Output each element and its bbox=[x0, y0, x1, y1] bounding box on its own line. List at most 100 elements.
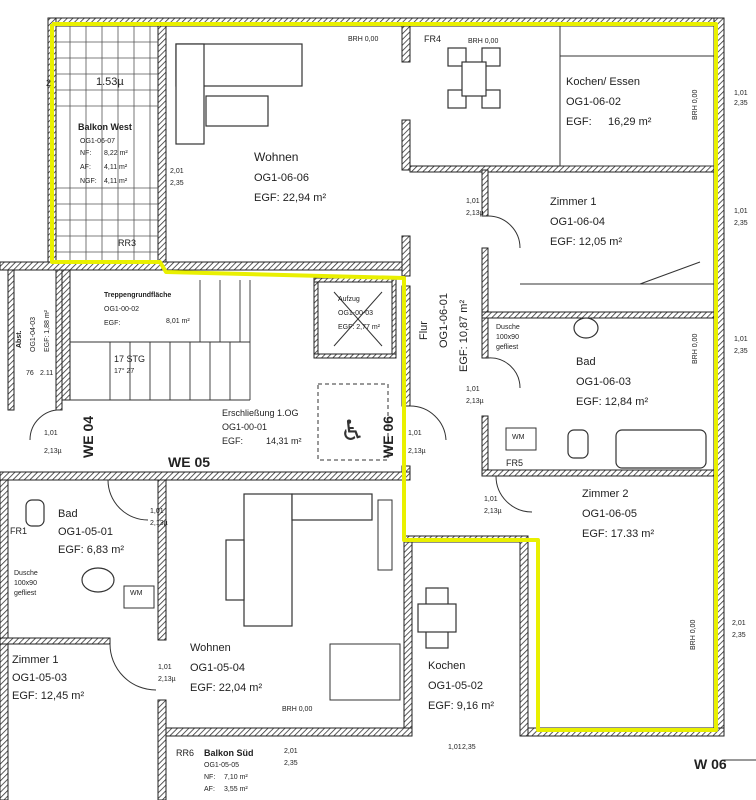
dusche-06-l1: Dusche bbox=[496, 324, 520, 331]
dim-213-bad05: 2,13µ bbox=[150, 520, 168, 527]
zimmer2-06-name: Zimmer 2 bbox=[582, 488, 629, 500]
balkon-west-nf-val: 8,22 m² bbox=[104, 150, 128, 157]
dusche-06-l3: gefliest bbox=[496, 344, 519, 351]
treppe-stg: 17 STG bbox=[114, 354, 146, 364]
wm-box-05 bbox=[123, 585, 155, 609]
wheelchair-icon: ♿ bbox=[340, 414, 365, 447]
dusche-05-l2: 100x90 bbox=[14, 580, 37, 587]
zimmer1-06-id: OG1-06-04 bbox=[550, 216, 606, 228]
dim-213-wohnen05: 2,13µ bbox=[158, 676, 176, 683]
dim-213-we04: 2,13µ bbox=[44, 448, 62, 455]
wohnen-05-id: OG1-05-04 bbox=[190, 662, 246, 674]
dusche-05-l1: Dusche bbox=[14, 570, 38, 577]
door-swings bbox=[29, 215, 533, 691]
erschliessung-egf-val: 14,31 m² bbox=[266, 436, 302, 446]
wohnen-05-egf: EGF: 22,04 m² bbox=[190, 682, 263, 694]
wm-06-label: WM bbox=[512, 434, 525, 441]
highlight-we06 bbox=[50, 22, 718, 732]
balkon-sued-nf: NF: bbox=[204, 774, 216, 781]
w06-label: W 06 bbox=[694, 756, 727, 772]
dim-101-wohnen05: 1,01 bbox=[158, 664, 172, 671]
dim-101-kochen05: 1,01 bbox=[448, 744, 462, 751]
dim-101-we04: 1,01 bbox=[44, 430, 58, 437]
dim-2: 2 bbox=[46, 78, 52, 88]
rr6-label: RR6 bbox=[176, 748, 195, 758]
dim-235-z2-r: 2,35 bbox=[732, 632, 746, 639]
balkon-west-grid bbox=[56, 26, 158, 262]
flur-egf: EGF: 10,87 m² bbox=[458, 299, 470, 372]
dim-213-z1: 2,13µ bbox=[466, 210, 484, 217]
fr4-label: FR4 bbox=[424, 34, 442, 44]
dim-235-sued: 2,35 bbox=[284, 760, 298, 767]
fr1-label: FR1 bbox=[10, 526, 28, 536]
abst-id: OG1-04-03 bbox=[30, 316, 37, 352]
wohnen-06-egf: EGF: 22,94 m² bbox=[254, 192, 327, 204]
wm-box-06 bbox=[505, 427, 537, 451]
dim-213-bad: 2,13µ bbox=[466, 398, 484, 405]
bad-06-name: Bad bbox=[576, 356, 596, 368]
bad-06-egf: EGF: 12,84 m² bbox=[576, 396, 649, 408]
balkon-west-ngf: NGF: bbox=[80, 178, 97, 185]
kochen-essen-egf: EGF: bbox=[566, 116, 592, 128]
treppe-egf: EGF: bbox=[104, 320, 121, 327]
dim-101-z1: 1,01 bbox=[466, 198, 480, 205]
zimmer1-05-egf: EGF: 12,45 m² bbox=[12, 690, 85, 702]
kochen-essen-id: OG1-06-02 bbox=[566, 96, 622, 108]
kochen-05-name: Kochen bbox=[428, 660, 466, 672]
balkon-sued-id: OG1-05-05 bbox=[204, 762, 240, 769]
dim-153: 1.53µ bbox=[96, 76, 124, 88]
dim-201-sued: 2,01 bbox=[284, 748, 298, 755]
erschliessung-egf: EGF: bbox=[222, 436, 244, 446]
brh-zimmer2: BRH 0,00 bbox=[690, 619, 697, 650]
kochen-05-id: OG1-05-02 bbox=[428, 680, 484, 692]
zimmer1-05-name: Zimmer 1 bbox=[12, 654, 59, 666]
kochen-essen-name: Kochen/ Essen bbox=[566, 76, 640, 88]
bathtub bbox=[615, 429, 707, 469]
washbasin-05 bbox=[81, 567, 115, 593]
dusche-06-l2: 100x90 bbox=[496, 334, 519, 341]
aufzug-name: Aufzug bbox=[338, 296, 360, 303]
balkon-west-name: Balkon West bbox=[78, 122, 132, 132]
dim-101-z2: 1,01 bbox=[484, 496, 498, 503]
bad-05-name: Bad bbox=[58, 508, 78, 520]
treppe-stg2: 17° 27 bbox=[114, 368, 135, 375]
balkon-west-nf: NF: bbox=[80, 150, 92, 157]
dusche-05-l3: gefliest bbox=[14, 590, 37, 597]
dim-101-bad05: 1,01 bbox=[150, 508, 164, 515]
dim-235-bad-r: 2,35 bbox=[734, 348, 748, 355]
brh-wohnen05: BRH 0,00 bbox=[282, 706, 313, 713]
zimmer1-06-egf: EGF: 12,05 m² bbox=[550, 236, 623, 248]
zimmer1-06-name: Zimmer 1 bbox=[550, 196, 597, 208]
abst-name: Abst. bbox=[16, 330, 23, 349]
zimmer1-05-id: OG1-05-03 bbox=[12, 672, 68, 684]
fr5-label: FR5 bbox=[506, 458, 524, 468]
toilet-05 bbox=[25, 499, 45, 527]
wheelchair-zone bbox=[317, 383, 389, 461]
treppe-egf-val: 8,01 m² bbox=[166, 318, 190, 325]
flur-name: Flur bbox=[418, 321, 430, 340]
table-kochen-05 bbox=[417, 587, 457, 649]
balkon-sued-af: AF: bbox=[204, 786, 215, 793]
rr3-label: RR3 bbox=[118, 238, 137, 248]
kochen-essen-egf-val: 16,29 m² bbox=[608, 116, 652, 128]
treppe-id: OG1-00-02 bbox=[104, 306, 140, 313]
dim-213-we06: 2,13µ bbox=[408, 448, 426, 455]
dim-201-wohnen: 2,01 bbox=[170, 168, 184, 175]
we04-label: WE 04 bbox=[80, 415, 96, 458]
dim-211: 2.11 bbox=[40, 370, 54, 377]
toilet-06 bbox=[567, 429, 589, 459]
dining-table bbox=[447, 47, 501, 109]
dim-101-bad-r: 1,01 bbox=[734, 336, 748, 343]
kochen-05-egf: EGF: 9,16 m² bbox=[428, 700, 495, 712]
brh-wohnen-06: BRH 0,00 bbox=[348, 36, 379, 43]
bad-06-id: OG1-06-03 bbox=[576, 376, 632, 388]
brh-kueche: BRH 0,00 bbox=[468, 38, 499, 45]
balkon-sued-name: Balkon Süd bbox=[204, 748, 254, 758]
sofa-wohnen-06 bbox=[175, 43, 303, 145]
balkon-west-af: AF: bbox=[80, 164, 91, 171]
dim-235-z1-r: 2,35 bbox=[734, 220, 748, 227]
brh-kochen-essen: BRH 0,00 bbox=[692, 89, 699, 120]
carpet-05 bbox=[329, 643, 401, 701]
sofa-wohnen-05 bbox=[225, 493, 373, 627]
